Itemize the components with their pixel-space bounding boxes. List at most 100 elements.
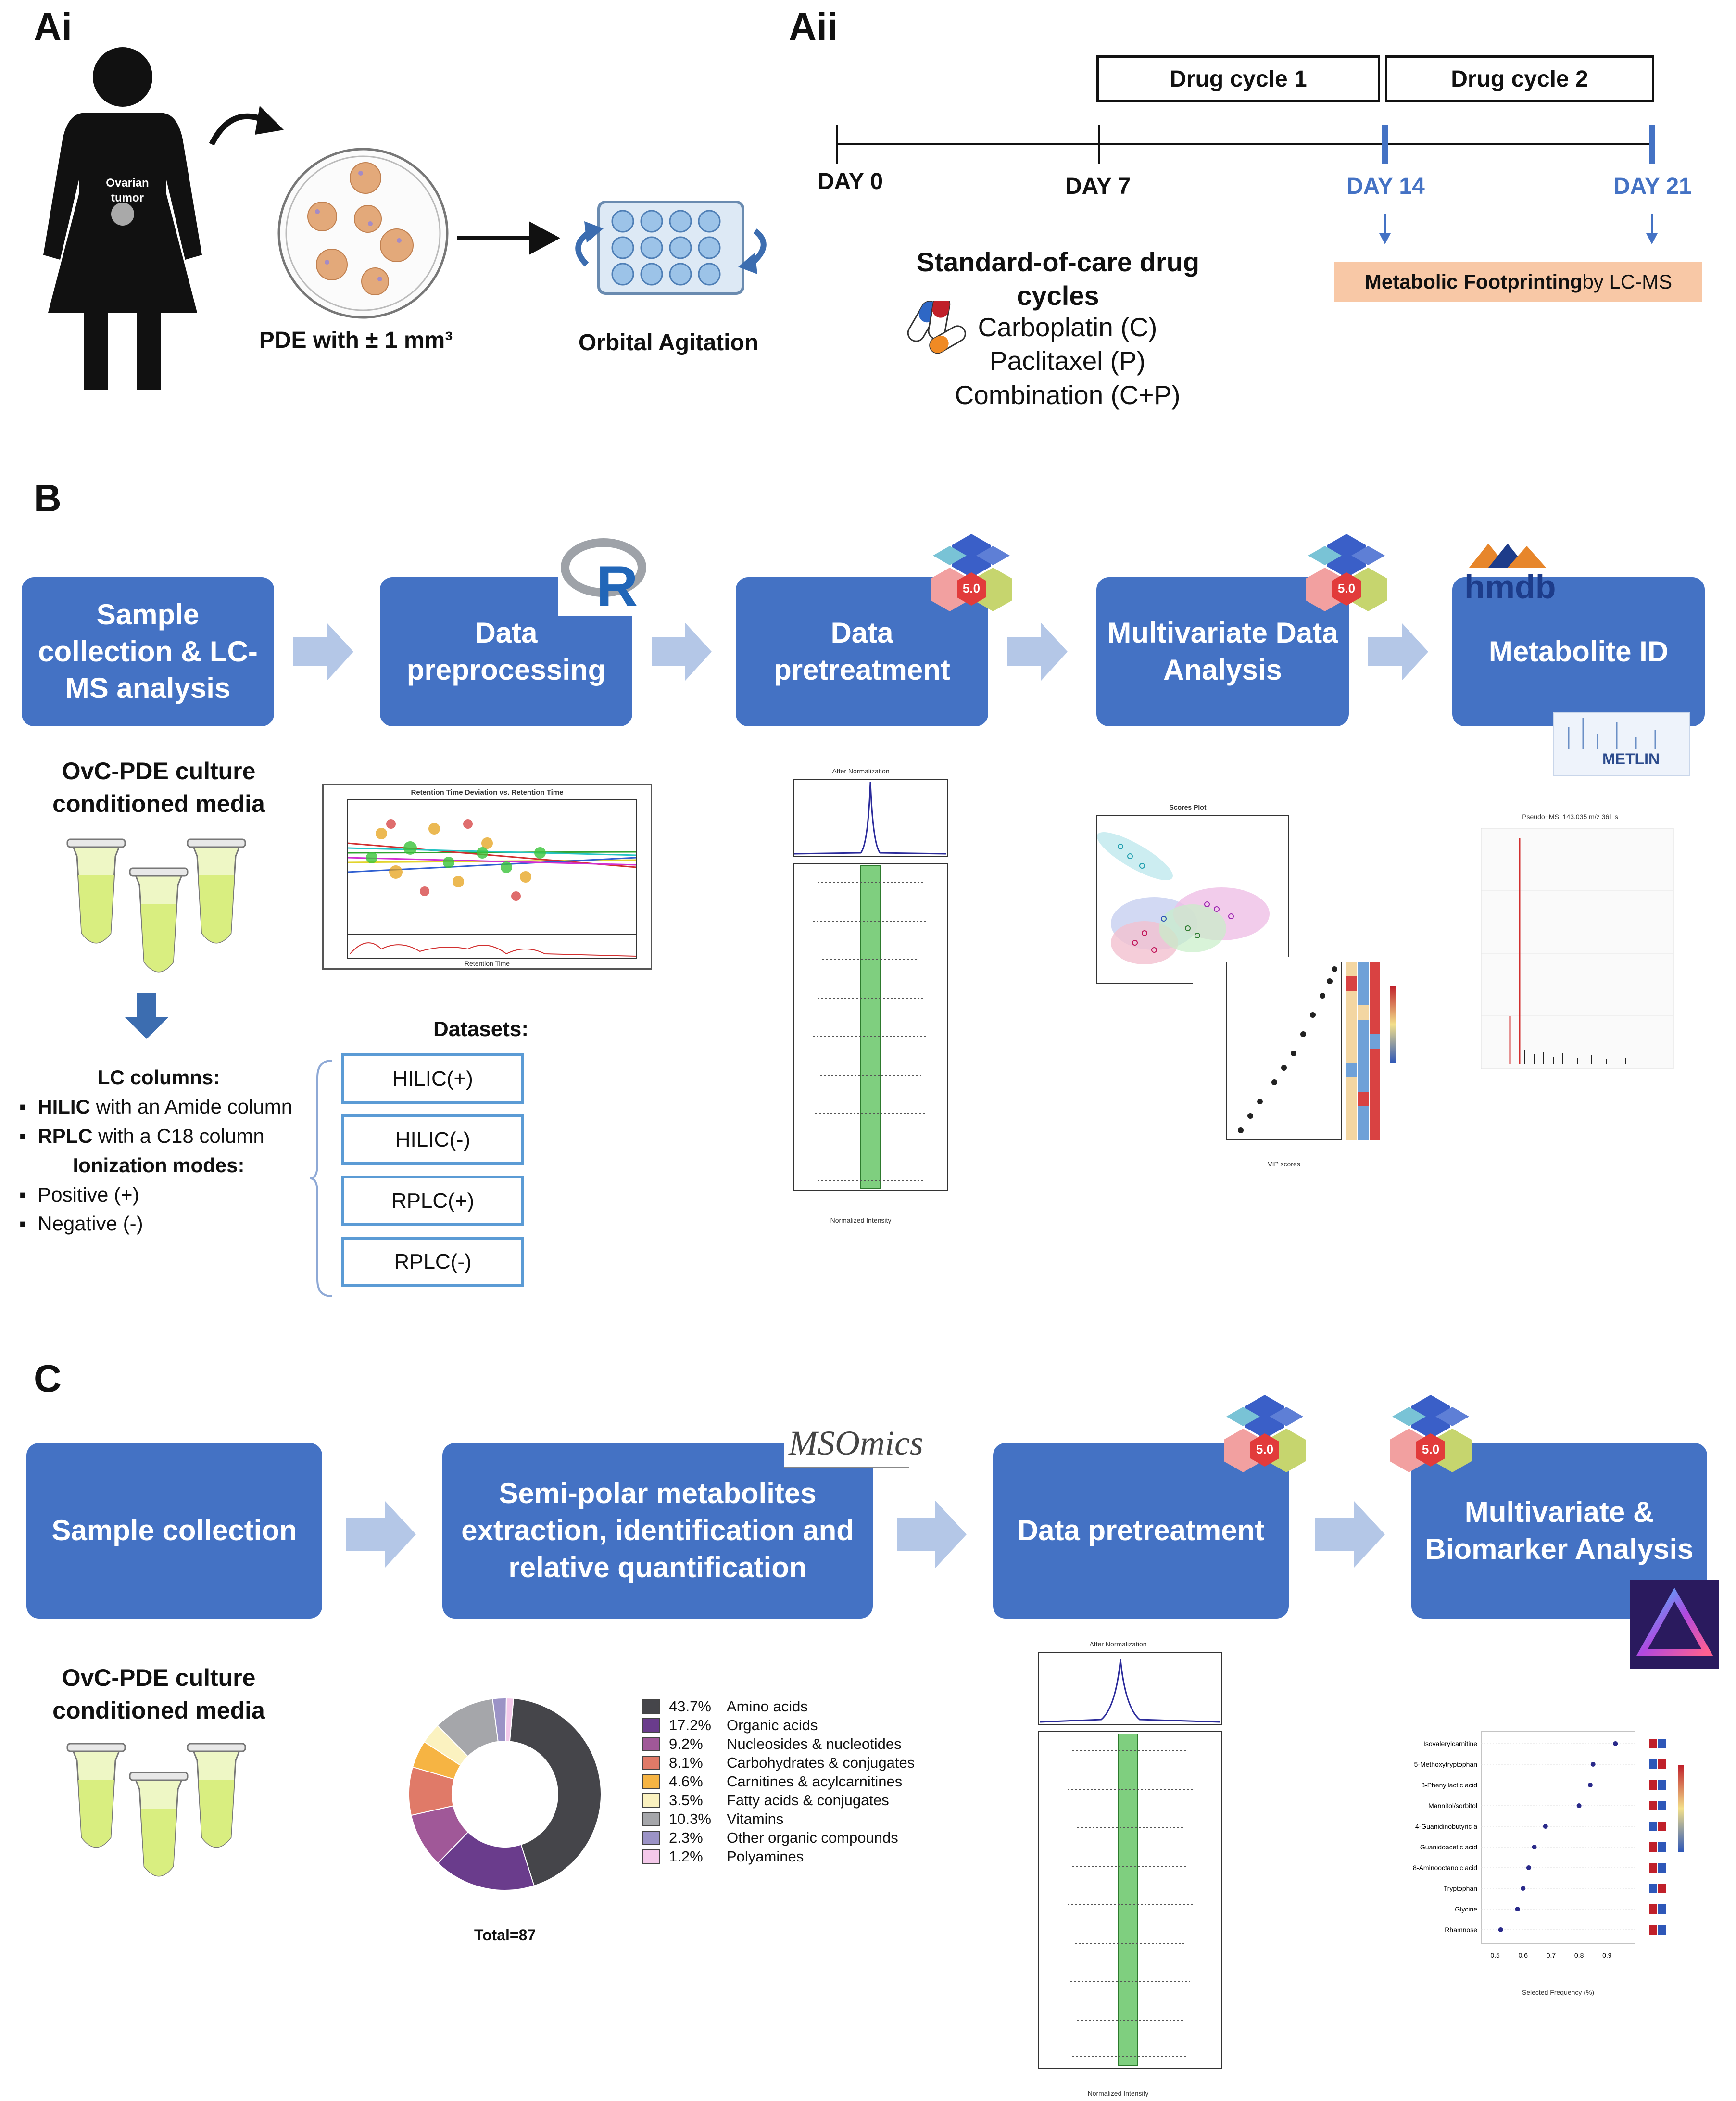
donut-slice-1 [437, 1831, 535, 1891]
tumor-label-line1: Ovarian [106, 177, 149, 190]
drug-paclitaxel: Paclitaxel (P) [990, 346, 1145, 376]
biomarker-point-2 [1587, 1783, 1593, 1787]
datasets-title: Datasets: [433, 1017, 529, 1041]
ion-item-negative: ▪ Negative (-) [19, 1212, 143, 1235]
dataset-hilic-neg: HILIC(-) [341, 1114, 524, 1165]
ion-item-positive: ▪ Positive (+) [19, 1183, 139, 1206]
freq-tick-2: 0.7 [1547, 1951, 1556, 1959]
legend-item-7: 2.3%Other organic compounds [642, 1829, 898, 1847]
donut-slice-8 [505, 1697, 515, 1742]
dataset-rplc-pos: RPLC(+) [341, 1176, 524, 1226]
biomarker-point-1 [1590, 1762, 1596, 1767]
agitation-label: Orbital Agitation [578, 330, 759, 355]
b-sample-title-line2: conditioned media [52, 790, 265, 817]
day-14-label: DAY 14 [1346, 174, 1425, 199]
drug-cycle-2-box: Drug cycle 2 [1385, 55, 1654, 102]
biomarker-point-7 [1521, 1886, 1526, 1891]
metaboanalyst-logo-icon: 5.0 [1224, 1395, 1306, 1472]
freq-tick-0: 0.5 [1490, 1951, 1500, 1959]
legend-swatch [642, 1849, 660, 1864]
biomarker-point-4 [1543, 1824, 1548, 1829]
legend-percent: 10.3% [669, 1810, 711, 1827]
r-logo: R [558, 534, 649, 619]
well-plate-icon [575, 201, 767, 295]
legend-swatch [642, 1699, 660, 1714]
soc-title-line1: Standard-of-care drug [916, 247, 1200, 277]
metabolic-footprinting-box: Metabolic Footprinting by LC-MS [1334, 262, 1702, 302]
panel-label-aii: Aii [789, 5, 838, 48]
dataset-hilic-pos: HILIC(+) [341, 1053, 524, 1104]
legend-label: Vitamins [727, 1810, 784, 1827]
ma-version: 5.0 [963, 581, 980, 595]
woman-silhouette-icon [43, 47, 202, 390]
biomarker-point-6 [1526, 1865, 1531, 1870]
dataset-rplc-neg: RPLC(-) [341, 1237, 524, 1287]
norm-xlabel-b: Normalized Intensity [830, 1216, 892, 1224]
soc-title-line2: cycles [1017, 280, 1099, 311]
scores-plot: Scores Plot [1077, 803, 1298, 1005]
legend-percent: 4.6% [669, 1773, 703, 1790]
legend-label: Other organic compounds [727, 1829, 898, 1846]
metaboanalyst-logo-icon: 5.0 [1306, 534, 1387, 611]
pseudo-ms-plot: Pseudo−MS: 143.035 m/z 361 s [1462, 813, 1678, 1082]
legend-percent: 9.2% [669, 1735, 703, 1752]
rt-xlabel: Retention Time [464, 960, 510, 967]
ma-version: 5.0 [1338, 581, 1355, 595]
legend-swatch [642, 1737, 660, 1751]
c-sample-title-line1: OvC-PDE culture [62, 1664, 256, 1691]
metaboanalyst-logo-icon: 5.0 [1390, 1395, 1472, 1472]
day-arrows [1379, 214, 1658, 244]
legend-item-8: 1.2%Polyamines [642, 1848, 804, 1865]
hmdb-logo: hmdb [1459, 539, 1575, 611]
biomarker-label-9: Rhamnose [1445, 1926, 1477, 1934]
legend-label: Amino acids [727, 1698, 808, 1715]
footprint-rest: by LC-MS [1582, 270, 1673, 293]
timeline [836, 125, 1655, 240]
drug-cycle-1-box: Drug cycle 1 [1096, 55, 1380, 102]
c-sample-title-line2: conditioned media [52, 1696, 265, 1724]
panel-label-b: B [34, 477, 62, 519]
legend-label: Nucleosides & nucleotides [727, 1735, 902, 1752]
step-c-pretreatment: Data pretreatment [993, 1443, 1289, 1619]
normalization-plot-b: After Normalization Normalized Intensity [765, 767, 957, 1224]
pill-capsules-icon [907, 301, 966, 354]
legend-percent: 1.2% [669, 1848, 703, 1865]
biomarker-label-1: 5-Methoxytryptophan [1414, 1760, 1477, 1768]
petri-dish-icon [277, 148, 449, 319]
biomarker-label-2: 3-Phenyllactic acid [1421, 1781, 1477, 1789]
metlin-logo: METLIN [1553, 712, 1690, 776]
freq-tick-3: 0.8 [1574, 1951, 1584, 1959]
drug-combination: Combination (C+P) [955, 380, 1181, 410]
legend-swatch [642, 1793, 660, 1808]
freq-tick-4: 0.9 [1602, 1951, 1612, 1959]
legend-item-3: 8.1%Carbohydrates & conjugates [642, 1754, 915, 1772]
lc-item-rplc: ▪ RPLC with a C18 column [19, 1124, 264, 1147]
day-21-label: DAY 21 [1613, 174, 1692, 199]
sample-tubes-icon [66, 838, 246, 973]
dataset-brace [310, 1060, 332, 1297]
bm-xlabel: Selected Frequency (%) [1522, 1988, 1595, 1996]
flow-arrow-icon [1007, 623, 1068, 681]
biomarker-point-0 [1613, 1741, 1618, 1746]
msomics-logo: MSOmics [784, 1419, 923, 1468]
scores-title: Scores Plot [1169, 803, 1207, 811]
norm-title-b: After Normalization [832, 767, 890, 775]
footprint-bold: Metabolic Footprinting [1364, 270, 1583, 293]
flow-arrow-icon [1315, 1501, 1385, 1568]
biomarker-label-8: Glycine [1455, 1905, 1477, 1913]
drug-carboplatin: Carboplatin (C) [978, 312, 1157, 342]
hmdb-text: hmdb [1464, 568, 1556, 606]
legend-item-0: 43.7%Amino acids [642, 1698, 808, 1715]
panel-label-c: C [34, 1357, 62, 1400]
biomarker-point-5 [1532, 1845, 1537, 1849]
metlin-text: METLIN [1602, 750, 1660, 768]
flow-arrow-icon [293, 623, 353, 681]
step-b-multivariate: Multivariate Data Analysis [1096, 577, 1349, 726]
ma-version: 5.0 [1256, 1442, 1273, 1456]
legend-label: Fatty acids & conjugates [727, 1792, 889, 1809]
lc-item-hilic: ▪ HILIC with an Amide column [19, 1095, 293, 1118]
step-c-sample-collection: Sample collection [26, 1443, 322, 1619]
pde-label: PDE with ± 1 mm³ [259, 328, 453, 353]
normalization-plot-c: After Normalization Normalized Intensity [1005, 1640, 1231, 2097]
flow-arrow-icon [1368, 623, 1428, 681]
